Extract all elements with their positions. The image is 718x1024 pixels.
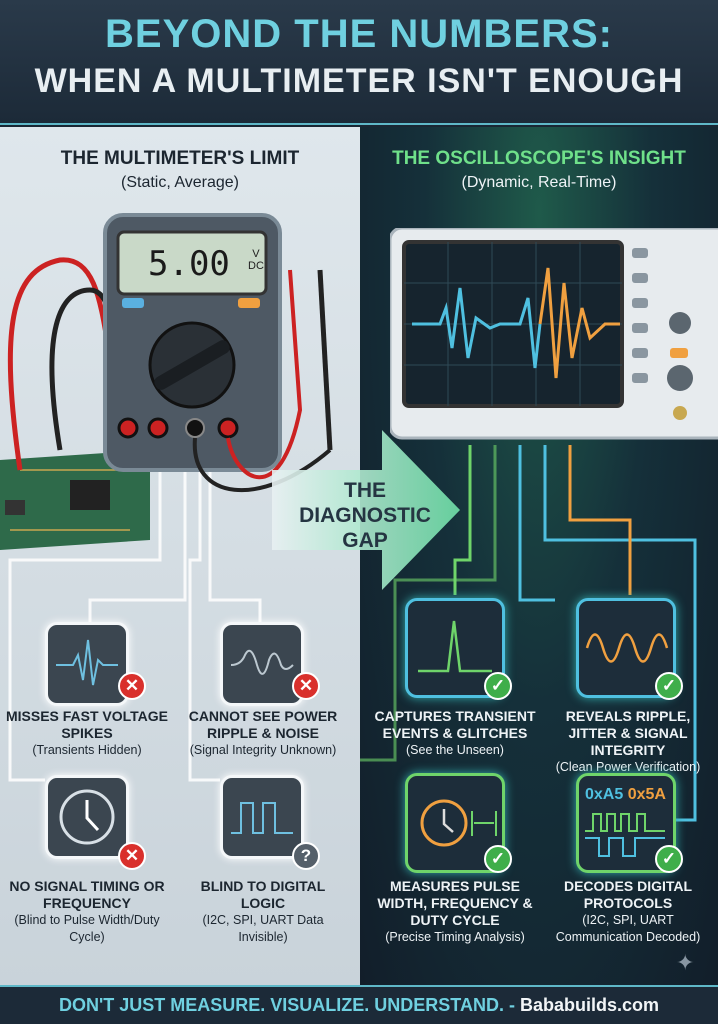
waveform-trace-cyan (412, 287, 542, 369)
sine-wave-icon (585, 633, 669, 663)
footer-brand: Bababuilds.com (519, 995, 659, 1015)
oscilloscope-title: THE OSCILLOSCOPE'S INSIGHT (392, 148, 686, 169)
footer: DON'T JUST MEASURE. VISUALIZE. UNDERSTAN… (0, 985, 718, 1024)
card-note: (I2C, SPI, UART Data Invisible) (202, 913, 324, 944)
multimeter-illustration (7, 213, 333, 493)
card-decodes-protocols: DECODES DIGITAL PROTOCOLS(I2C, SPI, UART… (543, 878, 713, 946)
hex-value-2: 0x5A (627, 786, 666, 803)
checkmark-icon: ✓ (484, 672, 512, 700)
clock-icon (59, 789, 115, 845)
gap-line-3: GAP (342, 529, 388, 552)
card-title: MISSES FAST VOLTAGE SPIKES (5, 708, 169, 741)
card-icon-box (576, 598, 676, 698)
waveform-trace-orange (538, 267, 620, 379)
gap-line-2: DIAGNOSTIC (299, 504, 431, 527)
question-mark-icon: ? (292, 842, 320, 870)
card-icon-box (45, 775, 129, 859)
x-mark-icon: ✕ (292, 672, 320, 700)
multimeter-heading: THE MULTIMETER'S LIMIT (Static, Average) (0, 148, 360, 192)
card-title: MEASURES PULSE WIDTH, FREQUENCY & DUTY C… (377, 878, 533, 928)
title-line-1: BEYOND THE NUMBERS: (105, 12, 613, 56)
header: BEYOND THE NUMBERS: WHEN A MULTIMETER IS… (0, 0, 718, 125)
card-icon-box (220, 775, 304, 859)
card-captures-transients: CAPTURES TRANSIENT EVENTS & GLITCHES (See… (370, 708, 540, 759)
checkmark-icon: ✓ (484, 845, 512, 873)
hex-values: 0xA5 0x5A (585, 786, 666, 804)
card-note: (Signal Integrity Unknown) (189, 743, 337, 757)
checkmark-icon: ✓ (655, 672, 683, 700)
card-title: NO SIGNAL TIMING OR FREQUENCY (9, 878, 165, 911)
card-title: REVEALS RIPPLE, JITTER & SIGNAL INTEGRIT… (565, 708, 691, 758)
clock-measure-icon (420, 799, 497, 847)
card-note: (I2C, SPI, UART Communication Decoded) (555, 913, 701, 944)
x-mark-icon: ✕ (118, 672, 146, 700)
x-mark-icon: ✕ (118, 842, 146, 870)
card-note: (Blind to Pulse Width/Duty Cycle) (14, 913, 160, 944)
footer-slogan: DON'T JUST MEASURE. VISUALIZE. UNDERSTAN… (58, 995, 515, 1015)
card-title: CAPTURES TRANSIENT EVENTS & GLITCHES (374, 708, 536, 741)
chip-icon (70, 480, 110, 510)
unit: V (252, 248, 260, 260)
ripple-waveform-icon (230, 649, 294, 675)
multimeter-subtitle: (Static, Average) (121, 174, 239, 191)
connector-lines (8, 445, 697, 822)
diagnostic-gap-label: THE DIAGNOSTIC GAP (285, 478, 445, 553)
checkmark-icon: ✓ (655, 845, 683, 873)
card-note: (Clean Power Verification) (555, 760, 701, 774)
square-wave-icon (231, 802, 293, 834)
gap-line-1: THE (344, 479, 386, 502)
oscilloscope-heading: THE OSCILLOSCOPE'S INSIGHT (Dynamic, Rea… (360, 148, 718, 192)
hex-value-1: 0xA5 (585, 786, 624, 803)
oscilloscope-illustration (390, 228, 718, 440)
card-misses-spikes: MISSES FAST VOLTAGE SPIKES (Transients Hi… (2, 708, 172, 759)
sparkle-icon: ✦ (676, 950, 695, 975)
unit-sub: DC (248, 260, 264, 272)
diagnostic-gap-arrow (272, 430, 460, 590)
card-title: DECODES DIGITAL PROTOCOLS (563, 878, 693, 911)
card-icon-box (220, 622, 304, 706)
multimeter-title: THE MULTIMETER'S LIMIT (60, 148, 300, 169)
card-icon-box (45, 622, 129, 706)
card-digital-logic: BLIND TO DIGITAL LOGIC(I2C, SPI, UART Da… (178, 878, 348, 946)
oscilloscope-subtitle: (Dynamic, Real-Time) (461, 174, 617, 191)
card-title: BLIND TO DIGITAL LOGIC (200, 878, 326, 911)
protocol-decode-icon (585, 813, 665, 857)
title-line-2: WHEN A MULTIMETER ISN'T ENOUGH (34, 62, 684, 100)
card-reveals-ripple: REVEALS RIPPLE, JITTER & SIGNAL INTEGRIT… (543, 708, 713, 776)
spike-waveform-icon (418, 620, 492, 673)
card-note: (Transients Hidden) (32, 743, 142, 757)
spike-waveform-icon (56, 639, 118, 686)
multimeter-display-value: 5.00 (148, 244, 230, 284)
card-measures-pulse: MEASURES PULSE WIDTH, FREQUENCY & DUTY C… (370, 878, 540, 946)
card-signal-timing: NO SIGNAL TIMING OR FREQUENCY(Blind to P… (2, 878, 172, 946)
card-note: (See the Unseen) (406, 743, 504, 757)
card-power-ripple: CANNOT SEE POWER RIPPLE & NOISE (Signal I… (178, 708, 348, 759)
card-title: CANNOT SEE POWER RIPPLE & NOISE (188, 708, 338, 741)
card-note: (Precise Timing Analysis) (385, 930, 525, 944)
circuit-board-illustration (0, 450, 150, 550)
